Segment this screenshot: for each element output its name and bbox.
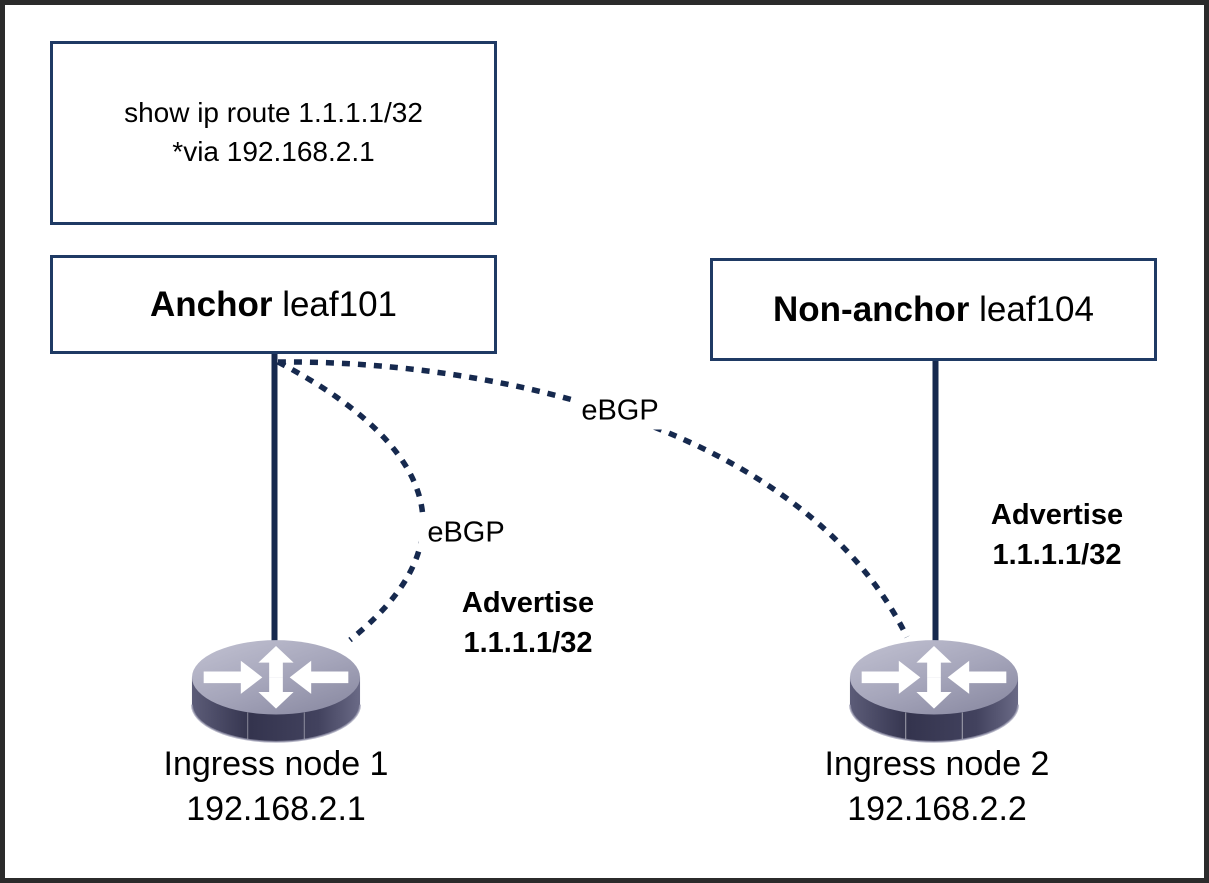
advertise-label-left: Advertise 1.1.1.1/32 [462, 583, 594, 663]
advertise-right-line1: Advertise [990, 499, 1124, 531]
anchor-leaf-title-bold: Anchor [149, 284, 273, 324]
anchor-leaf-box: Anchor leaf101 [50, 255, 497, 354]
anchor-leaf-title-rest: leaf101 [272, 284, 398, 324]
ebgp-label-left: eBGP [418, 514, 514, 552]
ingress-node1-name: Ingress node 1 [163, 745, 389, 783]
ingress-node2-name: Ingress node 2 [824, 745, 1050, 783]
ingress-node2-ip: 192.168.2.2 [847, 790, 1027, 828]
route-note-box: show ip route 1.1.1.1/32 *via 192.168.2.… [50, 41, 497, 225]
router-icon-node2 [848, 640, 1020, 743]
route-note-line2: *via 192.168.2.1 [172, 136, 375, 167]
non-anchor-leaf-title-rest: leaf104 [969, 289, 1094, 329]
advertise-right-line2: 1.1.1.1/32 [992, 539, 1122, 571]
router-icon-node1 [190, 640, 362, 743]
non-anchor-leaf-title: Non-anchor leaf104 [773, 290, 1094, 330]
non-anchor-leaf-box: Non-anchor leaf104 [710, 258, 1157, 361]
advertise-label-right: Advertise 1.1.1.1/32 [991, 495, 1123, 575]
anchor-leaf-title: Anchor leaf101 [150, 285, 397, 325]
router-bottom-rim [190, 704, 362, 743]
router-bottom-rim [848, 704, 1020, 743]
ingress-node2-label: Ingress node 2 192.168.2.2 [825, 742, 1050, 832]
non-anchor-leaf-title-bold: Non-anchor [773, 289, 970, 329]
advertise-left-line2: 1.1.1.1/32 [463, 627, 593, 659]
router-arrows [203, 646, 349, 709]
router-arrows [861, 646, 1007, 709]
ebgp-curve-left [276, 359, 426, 643]
advertise-left-line1: Advertise [461, 587, 595, 619]
ingress-node1-ip: 192.168.2.1 [186, 790, 366, 828]
ebgp-label-top: eBGP [572, 392, 668, 430]
route-note-line1: show ip route 1.1.1.1/32 [124, 97, 423, 129]
ingress-node1-label: Ingress node 1 192.168.2.1 [164, 742, 389, 832]
